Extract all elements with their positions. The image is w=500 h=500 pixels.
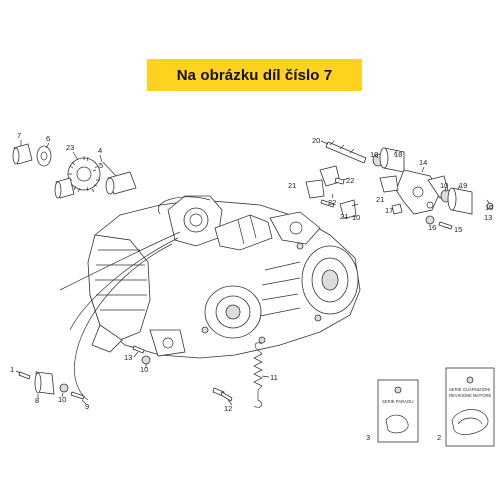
label-21-a: 21: [288, 181, 296, 190]
label-10-f: 10: [140, 365, 148, 374]
label-21-b: 21: [340, 212, 348, 221]
label-16: 16: [428, 223, 436, 232]
label-10-e: 10: [58, 395, 66, 404]
card-b-line1: SERIE GUARNIZIONI: [449, 387, 490, 392]
engine-assembly-drawing: [59, 195, 361, 401]
label-19: 19: [459, 181, 467, 190]
label-4: 4: [98, 146, 102, 155]
label-13-b: 13: [124, 353, 132, 362]
part-group-bottom-center: [212, 342, 263, 408]
label-5: 5: [99, 161, 103, 170]
label-1: 1: [10, 365, 14, 374]
label-7: 7: [17, 131, 21, 140]
banner-text: Na obrázku díl číslo 7: [176, 66, 333, 84]
card-b-number: 2: [437, 433, 441, 442]
leader-lines: [15, 140, 490, 406]
label-12: 12: [224, 404, 232, 413]
label-8: 8: [35, 396, 39, 405]
label-21-c: 21: [376, 195, 384, 204]
label-14: 14: [419, 158, 427, 167]
part-group-top-left: [12, 143, 137, 199]
label-22-b: 22: [328, 198, 336, 207]
part-number-labels: 7 6 23 4 5 20 10 18 14 10 19 10 13 21 22…: [10, 131, 493, 413]
label-17: 17: [385, 206, 393, 215]
label-18: 18: [394, 150, 402, 159]
gasket-card-icon: [466, 376, 474, 384]
card-b-line2: REVISIONE MOTORE: [449, 393, 491, 398]
label-9: 9: [85, 402, 89, 411]
label-10-d: 10: [352, 213, 360, 222]
label-13-a: 13: [484, 213, 492, 222]
label-20: 20: [312, 136, 320, 145]
label-6: 6: [46, 134, 50, 143]
gasket-card-icon: [394, 386, 402, 394]
card-a-number: 3: [366, 433, 370, 442]
label-15: 15: [454, 225, 462, 234]
part-number-banner: Na obrázku díl číslo 7: [147, 59, 362, 91]
label-10-a: 10: [370, 150, 378, 159]
part-group-bottom-left: [18, 345, 151, 400]
label-10-b: 10: [440, 181, 448, 190]
part-group-top-right: [305, 140, 494, 230]
label-22-a: 22: [346, 176, 354, 185]
card-a: SERIE PARAOLI 3: [366, 379, 419, 443]
label-11: 11: [270, 373, 278, 382]
card-a-text: SERIE PARAOLI: [382, 399, 414, 404]
label-10-c: 10: [485, 203, 493, 212]
label-23: 23: [66, 143, 74, 152]
card-b: SERIE GUARNIZIONI REVISIONE MOTORE 2: [437, 367, 495, 447]
